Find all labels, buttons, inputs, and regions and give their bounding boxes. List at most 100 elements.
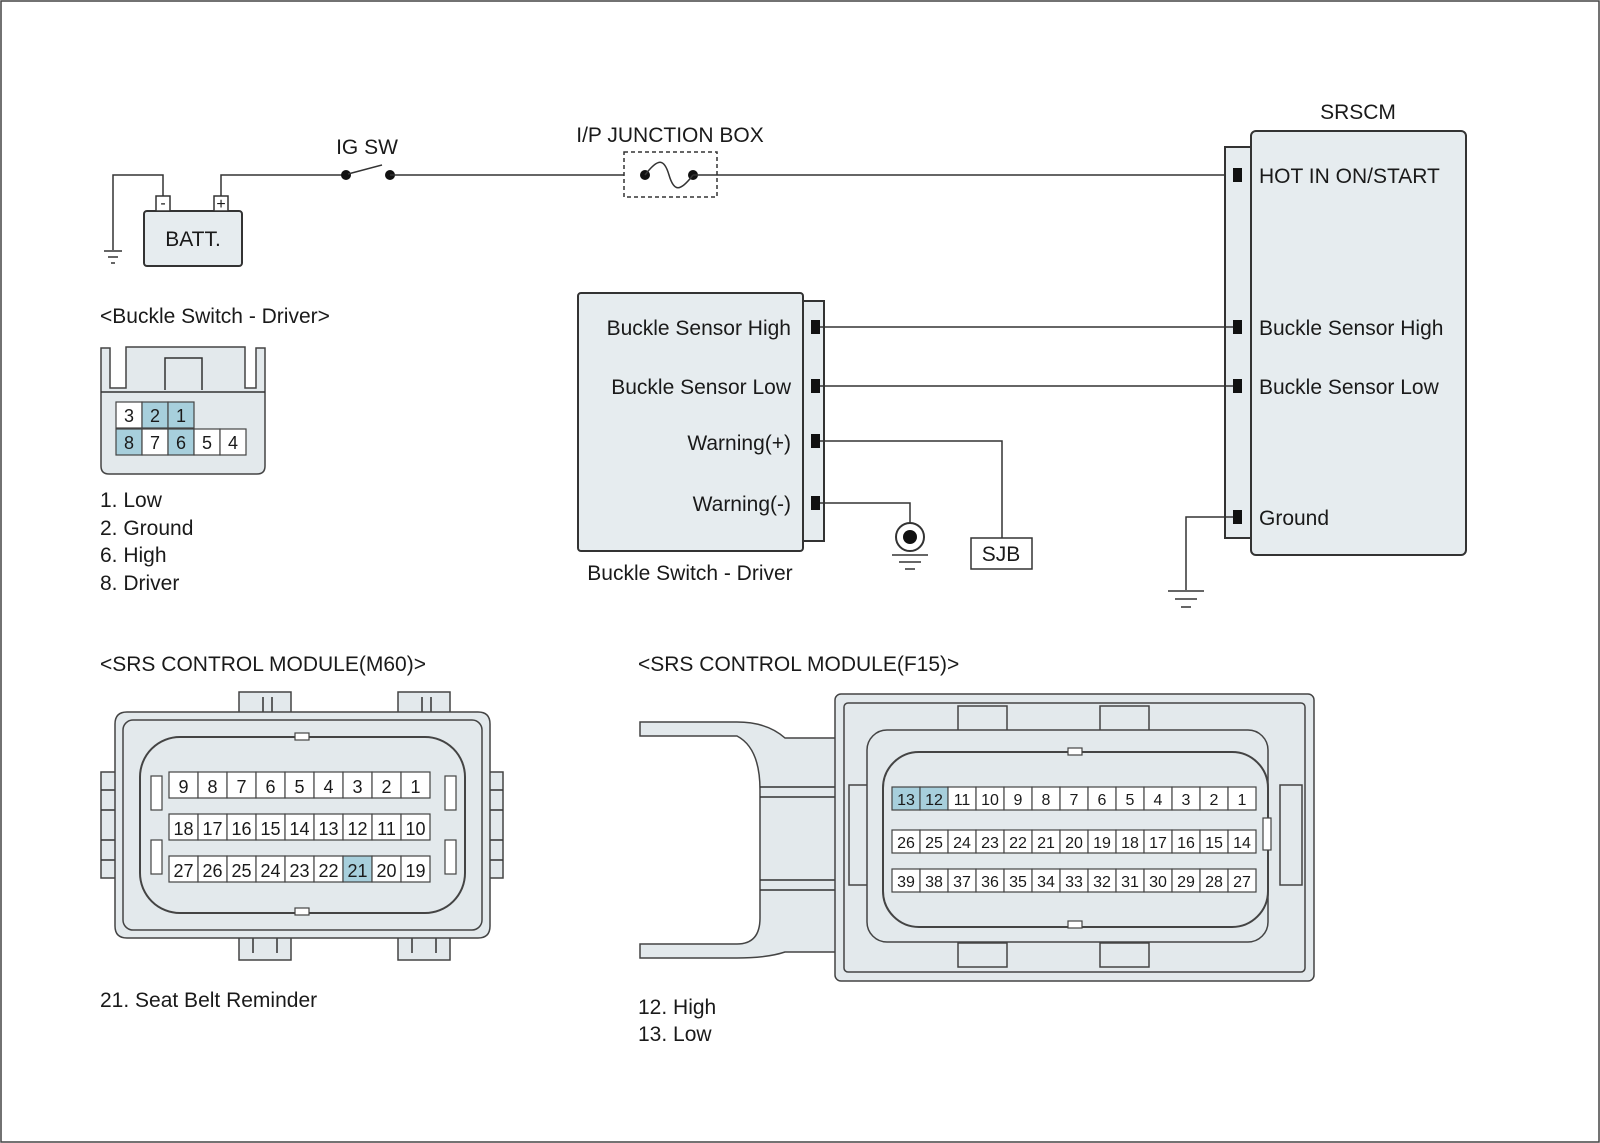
junction-box-label: I/P JUNCTION BOX	[576, 124, 763, 147]
m60-pin-cell	[226, 813, 257, 841]
srscm-pin-label: Buckle Sensor High	[1259, 317, 1443, 340]
m60-pin-cell	[313, 771, 344, 799]
battery	[143, 210, 243, 267]
f15-pin-label: 31	[1121, 874, 1139, 891]
m60-pin-cell	[342, 771, 373, 799]
srscm-pin-label: Buckle Sensor Low	[1259, 376, 1440, 399]
m60-latch	[444, 775, 457, 811]
m60-pin-cell	[255, 771, 286, 799]
m60-pin-label: 26	[202, 861, 222, 881]
f15-pin-label: 5	[1126, 792, 1135, 809]
m60-pin-cell	[168, 855, 199, 883]
buckle-legend-item: 2. Ground	[100, 517, 193, 540]
f15-pin-label: 19	[1093, 835, 1111, 852]
m60-inner-frame	[122, 719, 483, 931]
buckle-pin-cell	[141, 428, 169, 456]
f15-title: <SRS CONTROL MODULE(F15)>	[638, 653, 959, 676]
f15-pin-label: 38	[925, 874, 943, 891]
buckle-pin-cell	[115, 428, 143, 456]
buckle-pin-cell	[167, 428, 195, 456]
m60-pin-label: 6	[265, 777, 275, 797]
f15-pin-label: 11	[954, 792, 971, 809]
buckle-pin-label: 5	[202, 433, 212, 453]
buckle-pin-label: 6	[176, 433, 186, 453]
f15-pin-label: 26	[897, 835, 915, 852]
m60-pin-cell	[342, 813, 373, 841]
f15-legend-item: 13. Low	[638, 1023, 712, 1046]
m60-pin-label: 20	[376, 861, 396, 881]
m60-latch	[444, 839, 457, 875]
f15-pin-label: 39	[897, 874, 915, 891]
f15-top-tab	[1099, 705, 1150, 733]
battery-positive-wire	[220, 174, 346, 196]
m60-pin-label: 15	[260, 819, 280, 839]
m60-latch	[150, 839, 163, 875]
srscm-terminal-3	[1233, 379, 1242, 393]
m60-pin-label: 18	[173, 819, 193, 839]
f15-pin-label: 24	[953, 835, 971, 852]
m60-pin-cell	[168, 771, 199, 799]
buckle-component-label: Buckle Switch - Driver	[587, 562, 792, 585]
buckle-pin-label: 4	[228, 433, 238, 453]
srscm-terminal-1	[1233, 168, 1242, 182]
f15-pin-label: 12	[925, 792, 943, 809]
f15-pin-label: 36	[981, 874, 999, 891]
m60-pin-label: 1	[410, 777, 420, 797]
m60-pin-cell	[284, 855, 315, 883]
buckle-pin-label: 1	[176, 406, 186, 426]
f15-pin-label: 29	[1177, 874, 1195, 891]
battery-label: BATT.	[165, 228, 221, 251]
buckle-terminal-1	[811, 320, 820, 334]
f15-pin-label: 22	[1009, 835, 1027, 852]
m60-pin-cell	[168, 813, 199, 841]
f15-pin-label: 23	[981, 835, 999, 852]
srscm-terminal-2	[1233, 320, 1242, 334]
buckle-switch-body	[577, 292, 804, 552]
srscm-body	[1250, 130, 1467, 556]
ig-sw-label: IG SW	[336, 136, 398, 159]
f15-pin-label: 18	[1121, 835, 1139, 852]
f15-bottom-tab	[1099, 942, 1150, 968]
m60-pin-cell	[197, 855, 228, 883]
sjb-label: SJB	[982, 543, 1021, 566]
f15-pin-label: 2	[1210, 792, 1219, 809]
buckle-connector-latch	[164, 357, 203, 390]
f15-pin-label: 21	[1037, 835, 1055, 852]
f15-pin-label: 20	[1065, 835, 1083, 852]
f15-key	[1067, 920, 1083, 929]
f15-pin-label: 9	[1014, 792, 1023, 809]
f15-bottom-tab	[957, 942, 1008, 968]
m60-pin-cell	[226, 771, 257, 799]
srscm-ground-symbol	[1168, 590, 1204, 608]
f15-pin-label: 3	[1182, 792, 1191, 809]
m60-pin-label: 19	[405, 861, 425, 881]
buckle-pin-label: 2	[150, 406, 160, 426]
buckle-pin-cell	[141, 401, 169, 429]
buckle-legend-item: 1. Low	[100, 489, 163, 512]
buckle-terminal-2	[811, 379, 820, 393]
m60-pin-label: 11	[377, 819, 396, 839]
warning-ground-symbol	[892, 522, 928, 570]
f15-legend-item: 12. High	[638, 996, 716, 1019]
battery-ground-wire	[112, 174, 164, 250]
srscm-ground-wire	[1185, 516, 1233, 590]
f15-pin-label: 28	[1205, 874, 1223, 891]
srscm-connector-strip	[1224, 146, 1255, 539]
buckle-pin-label: Warning(-)	[693, 493, 791, 516]
buckle-terminal-4	[811, 496, 820, 510]
battery-ground-symbol	[104, 250, 122, 264]
srscm-module: SRSCM HOT IN ON/START Buckle Sensor High…	[1168, 101, 1467, 608]
buckle-pin-label: Buckle Sensor High	[607, 317, 791, 340]
battery-positive-label: +	[216, 196, 225, 213]
f15-pin-cell	[1227, 829, 1257, 854]
m60-pin-cell	[342, 855, 373, 883]
m60-pin-label: 7	[236, 777, 246, 797]
m60-key	[294, 907, 310, 916]
f15-right-rib	[1279, 784, 1303, 886]
f15-top-tab	[957, 705, 1008, 733]
m60-pin-label: 24	[260, 861, 280, 881]
m60-pin-label: 8	[207, 777, 217, 797]
m60-pin-label: 27	[173, 861, 193, 881]
